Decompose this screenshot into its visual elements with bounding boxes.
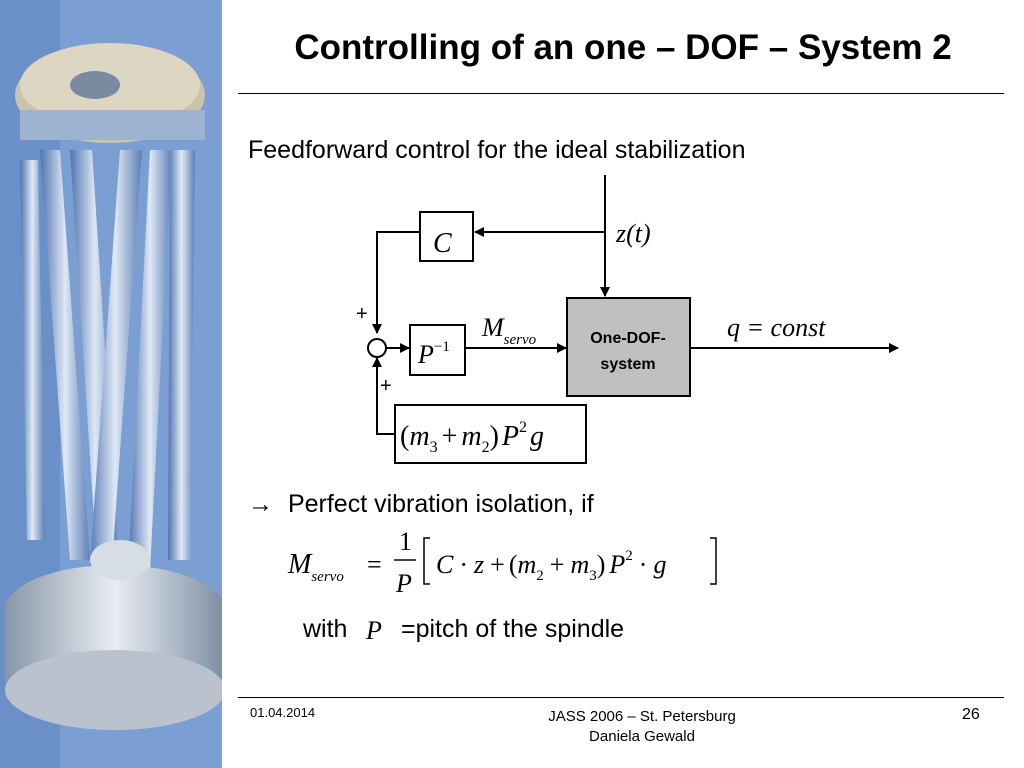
result-text: Perfect vibration isolation, if (287, 490, 594, 518)
footer-event: JASS 2006 – St. Petersburg (548, 708, 736, 725)
formula-lhs: Mservo (287, 549, 344, 585)
footer-date: 01.04.2014 (250, 705, 316, 720)
plus-sign-bottom: + (380, 375, 392, 397)
formula-equals: = (367, 550, 382, 579)
p-definition: =pitch of the spindle (401, 615, 625, 643)
input-z-label: z(t) (615, 219, 651, 248)
plus-sign-top: + (356, 303, 368, 325)
block-c-label: C (433, 228, 452, 259)
m-servo-formula: Mservo = 1 P C·z+(m2+m3)P2·g (287, 527, 717, 598)
summing-junction (367, 338, 387, 358)
block-c (419, 211, 474, 262)
result-line: → Perfect vibration isolation, if (248, 490, 594, 519)
right-bracket (710, 537, 717, 585)
formula-fraction-numerator: 1 (399, 527, 412, 556)
m-servo-label: Mservo (481, 313, 537, 348)
system-label-line2: system (600, 356, 655, 373)
p-symbol: P (366, 616, 382, 645)
output-label: q = const (727, 313, 826, 342)
formula-body: C·z+(m2+m3)P2·g (436, 548, 666, 584)
block-one-dof-system (566, 297, 691, 397)
block-p-label: P−1 (417, 339, 450, 369)
c-output-line (372, 231, 420, 334)
hexapod-illustration (0, 0, 222, 768)
system-label-line1: One-DOF- (590, 330, 666, 347)
hexapod-photo (0, 0, 222, 768)
formula-fraction-denominator: P (395, 569, 412, 598)
footer-author: Daniela Gewald (589, 728, 695, 745)
left-bracket (423, 537, 430, 585)
feedforward-block-diagram: C P−1 One-DOF- system z(t) Mservo q = co… (356, 175, 899, 464)
footer-divider (238, 697, 1004, 698)
implies-arrow-icon: → (248, 490, 273, 518)
block-gravity-compensation (394, 404, 587, 464)
footer-credits: JASS 2006 – St. Petersburg Daniela Gewal… (482, 707, 802, 747)
with-label: with (303, 615, 348, 643)
gravity-output-line (372, 357, 395, 435)
title-divider (238, 93, 1004, 94)
slide-title: Controlling of an one – DOF – System 2 (294, 28, 952, 67)
subtitle-text: Feedforward control for the ideal stabil… (248, 136, 746, 164)
block-p-inverse (409, 324, 466, 376)
page-number: 26 (962, 706, 980, 723)
